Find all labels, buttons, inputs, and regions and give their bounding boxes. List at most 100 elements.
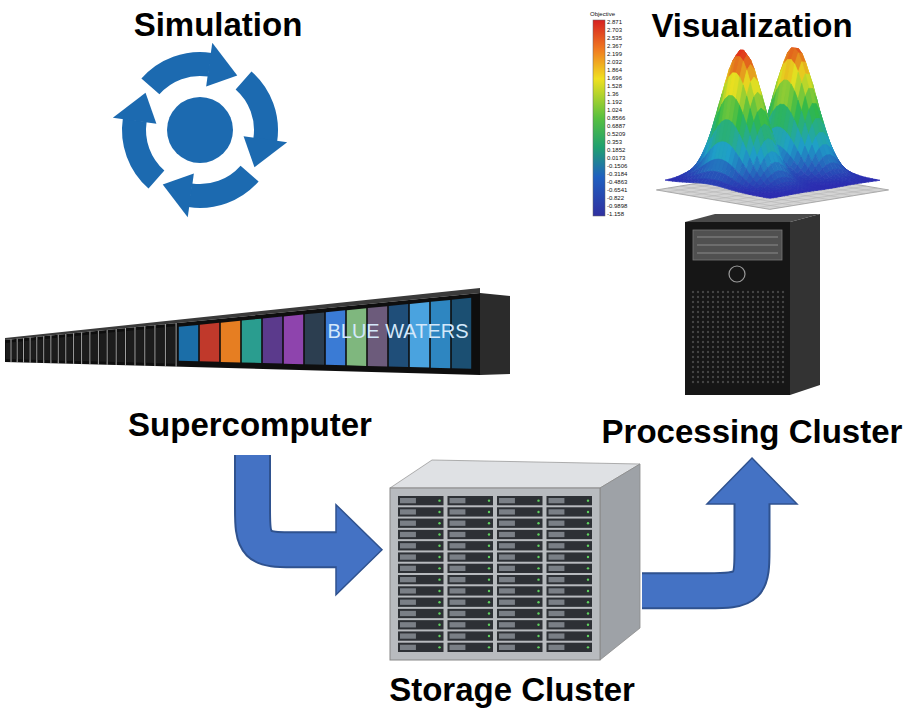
vent-hole bbox=[772, 351, 774, 353]
cabinet-panel bbox=[200, 323, 219, 362]
vent-hole bbox=[737, 341, 739, 343]
tray-handle bbox=[400, 498, 416, 503]
vent-hole bbox=[757, 376, 759, 378]
tray-led bbox=[488, 590, 490, 592]
vent-hole bbox=[752, 316, 754, 318]
vent-hole bbox=[717, 346, 719, 348]
vent-hole bbox=[772, 346, 774, 348]
vent-hole bbox=[732, 336, 734, 338]
tray-handle bbox=[499, 543, 515, 548]
drive-tray bbox=[547, 575, 593, 584]
vent-hole bbox=[777, 351, 779, 353]
vent-hole bbox=[727, 346, 729, 348]
supercomputer-group: BLUE WATERSSupercomputer bbox=[0, 285, 505, 453]
vent-hole bbox=[762, 356, 764, 358]
tray-led bbox=[537, 635, 539, 637]
vent-hole bbox=[712, 351, 714, 353]
vent-hole bbox=[747, 306, 749, 308]
vent-hole bbox=[722, 296, 724, 298]
drive-tray bbox=[547, 598, 593, 607]
drive-tray bbox=[547, 530, 593, 539]
vent-hole bbox=[737, 306, 739, 308]
drive-tray bbox=[497, 541, 543, 550]
drive-tray bbox=[398, 598, 444, 607]
vent-hole bbox=[697, 336, 699, 338]
vent-hole bbox=[752, 341, 754, 343]
tray-led bbox=[587, 545, 589, 547]
vent-hole bbox=[712, 296, 714, 298]
vent-hole bbox=[767, 296, 769, 298]
tray-handle bbox=[499, 498, 515, 503]
drive-tray bbox=[547, 620, 593, 629]
tray-handle bbox=[549, 566, 565, 571]
surface-patch bbox=[767, 197, 774, 198]
tray-led bbox=[587, 646, 589, 648]
tray-led bbox=[587, 556, 589, 558]
server-tower-picture bbox=[685, 214, 820, 395]
cabinet-door bbox=[38, 339, 43, 360]
tray-led bbox=[438, 635, 440, 637]
drive-tray bbox=[547, 586, 593, 595]
vent-hole bbox=[752, 366, 754, 368]
vent-hole bbox=[782, 356, 784, 358]
tray-handle bbox=[499, 554, 515, 559]
bay-slot bbox=[697, 245, 778, 246]
cabinet-gap bbox=[176, 323, 177, 367]
tray-handle bbox=[499, 622, 515, 627]
vent-hole bbox=[767, 381, 769, 383]
vent-hole bbox=[692, 351, 694, 353]
tray-handle bbox=[450, 600, 466, 605]
vent-hole bbox=[732, 361, 734, 363]
vent-hole bbox=[697, 346, 699, 348]
vent-hole bbox=[702, 301, 704, 303]
vent-hole bbox=[697, 361, 699, 363]
vent-hole bbox=[707, 321, 709, 323]
tray-led bbox=[438, 533, 440, 535]
vent-hole bbox=[757, 321, 759, 323]
vent-hole bbox=[762, 346, 764, 348]
tray-handle bbox=[450, 633, 466, 638]
drive-tray bbox=[547, 541, 593, 550]
vent-hole bbox=[702, 316, 704, 318]
tray-handle bbox=[400, 633, 416, 638]
vent-hole bbox=[737, 361, 739, 363]
vent-hole bbox=[727, 341, 729, 343]
vent-hole bbox=[707, 366, 709, 368]
cabinet-panel bbox=[284, 314, 303, 364]
tray-handle bbox=[400, 554, 416, 559]
tray-handle bbox=[450, 554, 466, 559]
vent-hole bbox=[777, 321, 779, 323]
vent-hole bbox=[712, 336, 714, 338]
cabinet-gap bbox=[50, 335, 51, 363]
tray-handle bbox=[400, 622, 416, 627]
cabinet-gap bbox=[89, 332, 90, 365]
flow-arrow bbox=[253, 455, 383, 595]
tray-led bbox=[537, 612, 539, 614]
vent-hole bbox=[697, 371, 699, 373]
tray-handle bbox=[499, 633, 515, 638]
vent-hole bbox=[732, 356, 734, 358]
vent-hole bbox=[767, 356, 769, 358]
vent-hole bbox=[692, 366, 694, 368]
tray-handle bbox=[549, 633, 565, 638]
vent-hole bbox=[742, 321, 744, 323]
cabinet-row bbox=[5, 293, 480, 375]
vent-hole bbox=[752, 351, 754, 353]
drive-tray bbox=[448, 586, 494, 595]
drive-tray bbox=[497, 620, 543, 629]
vent-hole bbox=[742, 366, 744, 368]
scale-value: 1.696 bbox=[607, 75, 622, 81]
tray-led bbox=[488, 499, 490, 501]
icon-arrow-head bbox=[113, 93, 157, 124]
vent-hole bbox=[702, 336, 704, 338]
tray-led bbox=[438, 601, 440, 603]
vent-hole bbox=[742, 296, 744, 298]
cabinet-door bbox=[75, 336, 81, 362]
vent-hole bbox=[762, 311, 764, 313]
tray-led bbox=[488, 578, 490, 580]
vent-hole bbox=[762, 361, 764, 363]
vent-hole bbox=[717, 306, 719, 308]
scale-value: -0.822 bbox=[607, 195, 624, 201]
tray-led bbox=[587, 511, 589, 513]
tray-handle bbox=[450, 498, 466, 503]
